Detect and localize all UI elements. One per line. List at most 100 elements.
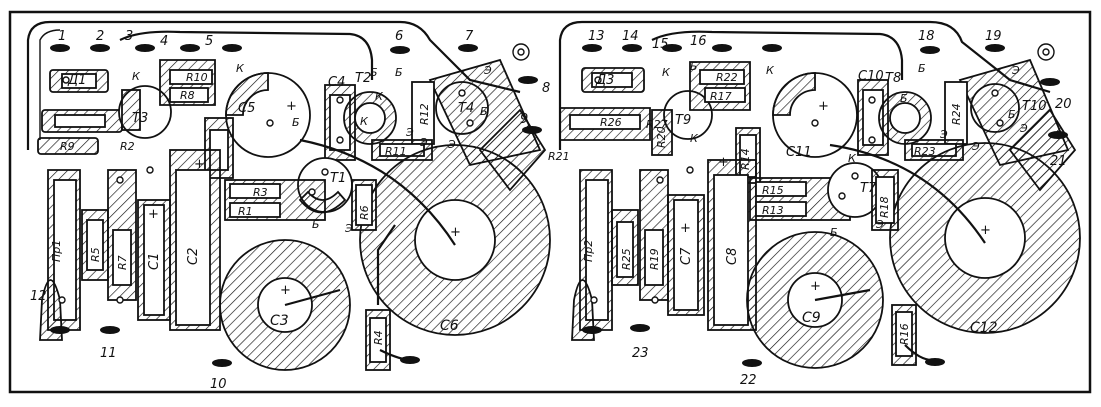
resistor-label: R27 xyxy=(646,118,668,131)
pin-letter: Б xyxy=(690,60,698,73)
capacitor-label: C12 xyxy=(970,320,998,336)
pin-letter: Б xyxy=(900,92,908,105)
pin-letter: К xyxy=(690,132,699,145)
right-labels: 13 14 15 16 18 19 20 21 22 23 Д3 Пр2 Т7 … xyxy=(548,29,1072,388)
terminal-label: 2 xyxy=(96,29,104,44)
pin-letter: Э xyxy=(405,126,414,139)
transistor-label: Т8 xyxy=(885,71,901,86)
resistor-label: R23 xyxy=(914,145,936,158)
terminal-label: 21 xyxy=(1050,154,1067,169)
resistor-label: R4 xyxy=(372,330,385,345)
polarity-mark: + xyxy=(980,223,991,238)
pin-letter: Э xyxy=(939,128,948,141)
polarity-mark: + xyxy=(286,99,297,114)
terminal-label: 15 xyxy=(652,37,669,52)
transistor-label: Т3 xyxy=(132,111,148,126)
resistor-label: R22 xyxy=(716,71,738,84)
resistor-label: R11 xyxy=(385,145,407,158)
pin-letter: Э xyxy=(1019,122,1028,135)
polarity-mark: + xyxy=(280,283,291,298)
terminal-label: 4 xyxy=(160,34,168,49)
resistor-label: R16 xyxy=(898,323,911,345)
pin-letter: К xyxy=(132,70,141,83)
terminal-label: 18 xyxy=(918,29,935,44)
capacitor-label: C5 xyxy=(238,101,255,116)
pin-letter: Э xyxy=(447,138,456,151)
terminal-label: 6 xyxy=(395,29,403,44)
pin-letter: Б xyxy=(370,66,378,79)
pin-letter: Э xyxy=(1011,64,1020,77)
pin-letter: Б xyxy=(292,116,300,129)
terminal-label: 20 xyxy=(1055,97,1072,112)
terminal-label: 5 xyxy=(205,34,213,49)
resistor-label: R25 xyxy=(620,248,633,270)
resistor-label: R20 xyxy=(655,126,668,148)
diode-label: Д1 xyxy=(67,73,86,88)
terminal-label: 23 xyxy=(632,346,649,361)
capacitor-label: C2 xyxy=(186,248,201,265)
board-outline xyxy=(8,10,1092,394)
pin-letter: К xyxy=(360,115,369,128)
pin-letter: К xyxy=(236,62,245,75)
pin-letter: К xyxy=(848,152,857,165)
fuse-label: Пр2 xyxy=(582,240,595,262)
capacitor-label: C9 xyxy=(802,310,821,326)
resistor-label: R5 xyxy=(89,247,102,262)
capacitor-label: C8 xyxy=(725,248,740,265)
right-board xyxy=(558,20,1081,369)
pin-letter: Э xyxy=(419,136,428,149)
pin-letter: Б xyxy=(1008,108,1016,121)
capacitor-label: C1 xyxy=(147,253,162,270)
polarity-mark: + xyxy=(810,279,821,294)
capacitor-label: C6 xyxy=(440,318,459,334)
terminal-label: 13 xyxy=(588,29,605,44)
capacitor-label: C3 xyxy=(270,313,289,329)
pin-letter: К xyxy=(662,66,671,79)
resistor-label: R12 xyxy=(418,103,431,125)
capacitor-label: C11 xyxy=(786,145,812,160)
resistor-label: R1 xyxy=(238,205,253,218)
resistor-label: R17 xyxy=(710,90,732,103)
pin-letter: Б xyxy=(395,66,403,79)
resistor-label: R10 xyxy=(186,71,208,84)
terminal-label: 14 xyxy=(622,29,639,44)
resistor-label: R19 xyxy=(648,248,661,270)
polarity-mark: + xyxy=(818,99,829,114)
capacitor-label: C7 xyxy=(679,247,694,265)
polarity-mark: + xyxy=(450,225,461,240)
resistor-label: R6 xyxy=(358,205,371,220)
diode-label: Д3 xyxy=(595,73,614,88)
pin-letter: К xyxy=(375,90,384,103)
pin-letter: Э xyxy=(483,64,492,77)
resistor-label: R7 xyxy=(116,255,129,270)
transistor-label: Т9 xyxy=(675,113,691,128)
terminal-label: 7 xyxy=(465,29,474,44)
resistor-label: R26 xyxy=(600,116,622,129)
terminal-label: 3 xyxy=(125,29,133,44)
resistor-label: R9 xyxy=(60,140,75,153)
resistor-label: R21 xyxy=(548,150,570,163)
left-labels: 1 2 3 4 5 6 7 8 9 10 11 12 Д1 Пр1 Т1 Т2 … xyxy=(30,29,550,392)
resistor-label: R15 xyxy=(762,184,784,197)
resistor-label: R13 xyxy=(762,204,784,217)
left-board xyxy=(26,20,551,371)
resistor-label: R2 xyxy=(120,140,135,153)
resistor-label: R8 xyxy=(180,89,195,102)
resistor-label: R3 xyxy=(253,186,268,199)
capacitor-label: C10 xyxy=(858,69,884,84)
polarity-mark: + xyxy=(194,157,205,172)
terminal-label: 22 xyxy=(740,373,757,388)
transistor-label: Т10 xyxy=(1022,99,1046,114)
terminal-label: 1 xyxy=(58,29,66,44)
pin-letter: Б xyxy=(830,226,838,239)
polarity-mark: + xyxy=(718,155,729,170)
terminal-label: 8 xyxy=(542,81,550,96)
capacitor-label: C4 xyxy=(328,75,345,90)
transistor-label: Т2 xyxy=(355,71,371,86)
transistor-label: Т1 xyxy=(330,171,346,186)
terminal-label: 9 xyxy=(520,112,528,127)
fuse-label: Пр1 xyxy=(50,240,63,262)
terminal-label: 10 xyxy=(210,377,227,392)
terminal-label: 19 xyxy=(985,29,1002,44)
